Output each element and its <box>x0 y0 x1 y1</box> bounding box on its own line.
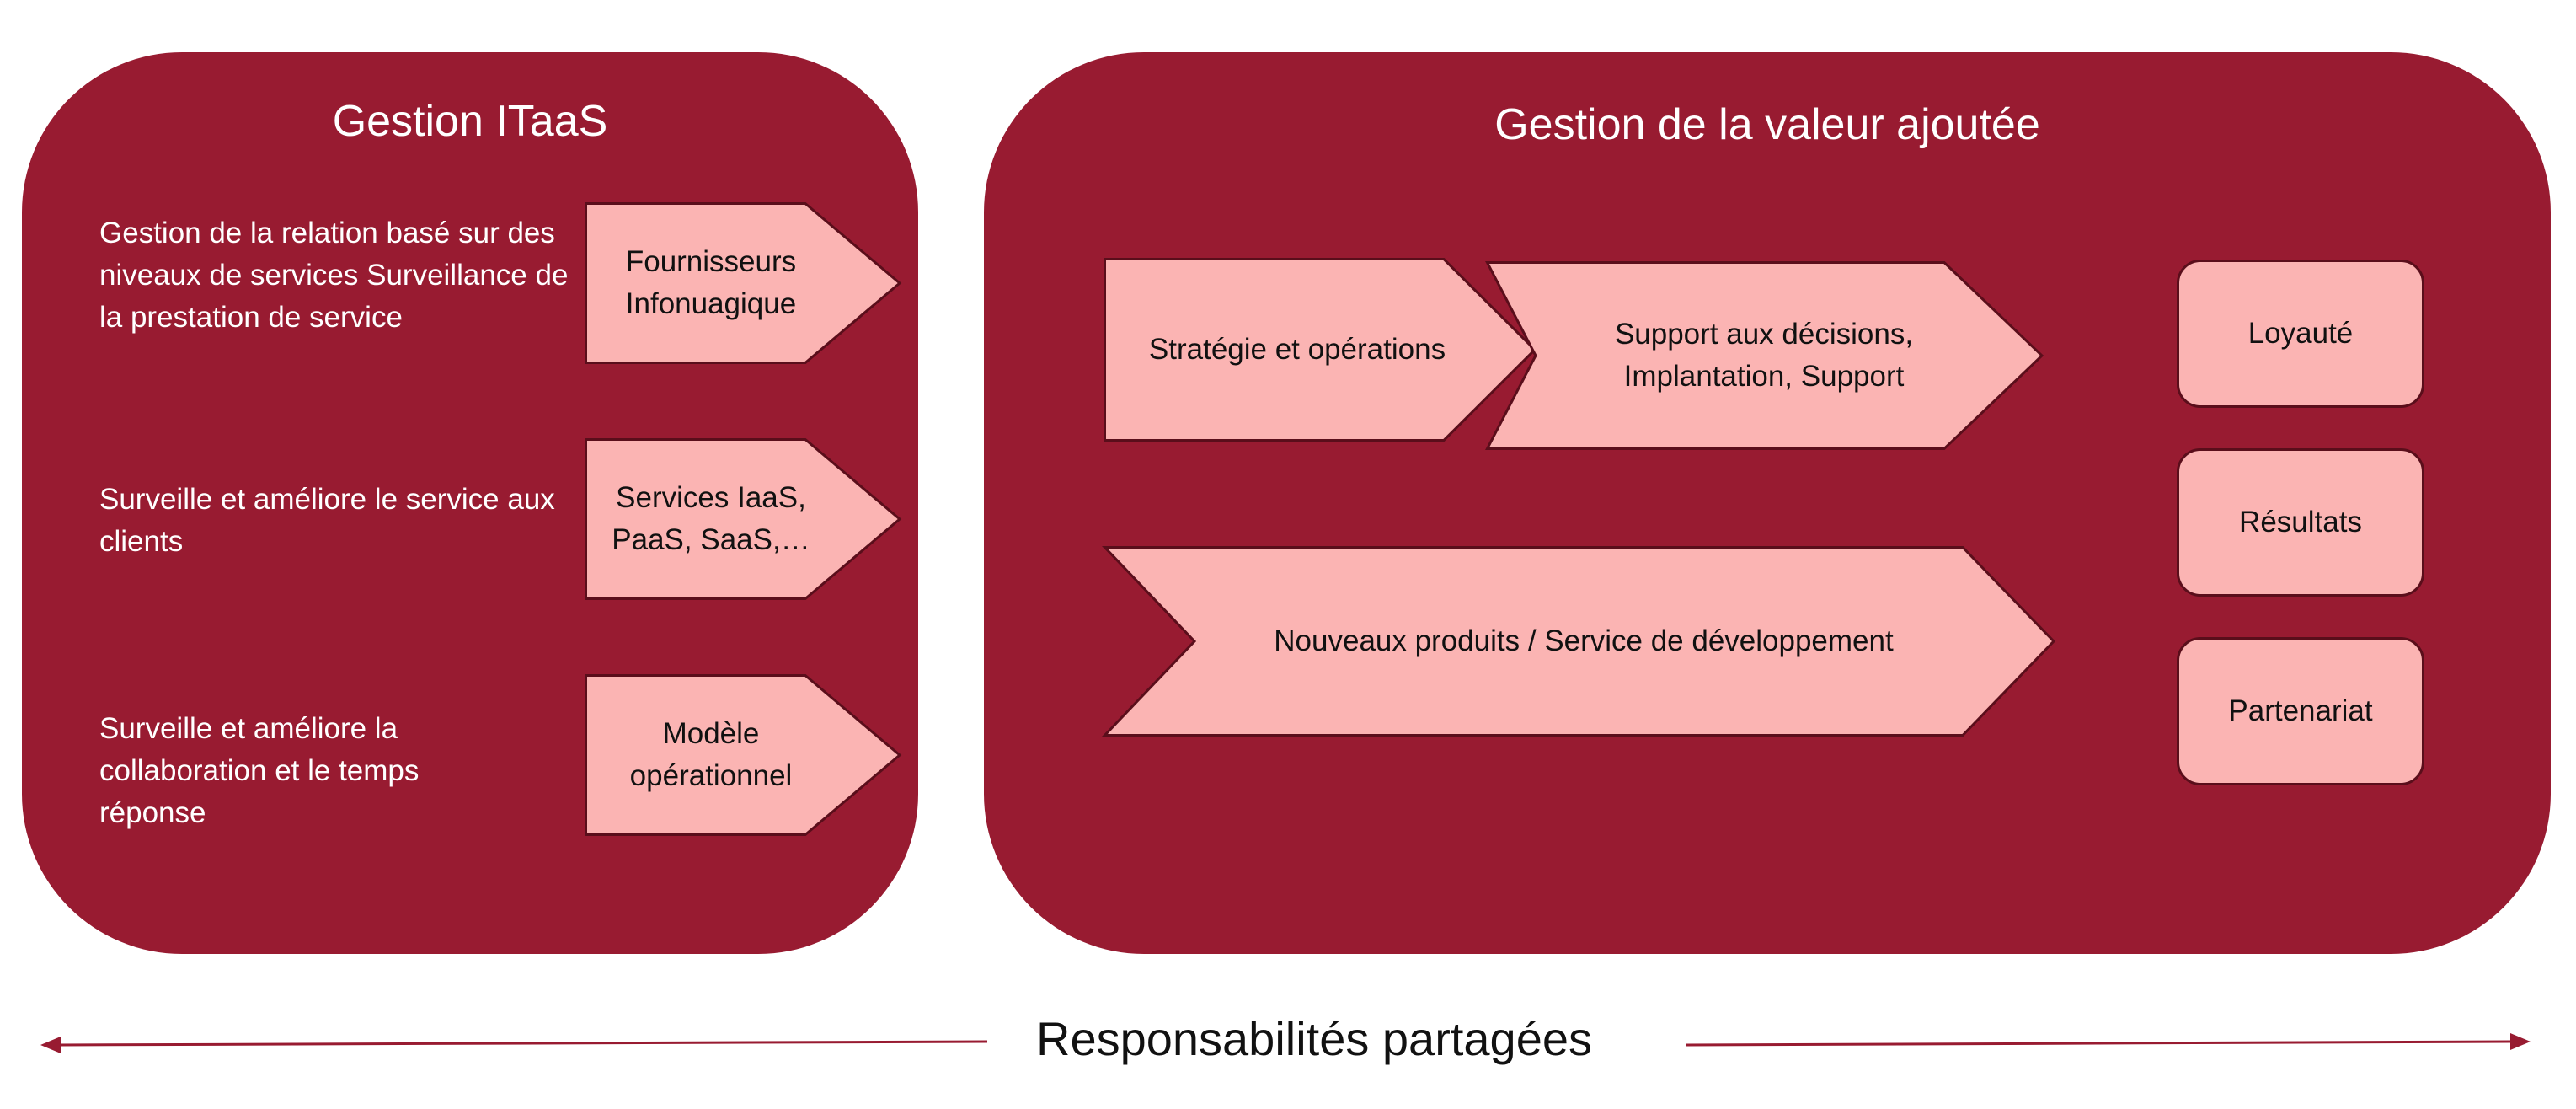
itaas-row-3-tag: Modèle opérationnel <box>585 674 902 836</box>
chevron-shape <box>1101 546 2056 737</box>
itaas-row-3-description: Surveille et améliore la collaboration e… <box>99 712 420 829</box>
value-panel-title: Gestion de la valeur ajoutée <box>1494 100 2040 149</box>
pentagon-arrow-shape <box>585 674 902 836</box>
itaas-panel: Gestion ITaaS Gestion de la relation bas… <box>22 52 918 954</box>
itaas-row-1-tag: Fournisseurs Infonuagique <box>585 202 902 364</box>
itaas-row-2-description: Surveille et améliore le service aux cli… <box>99 483 555 558</box>
pentagon-arrow-shape <box>1104 258 1537 442</box>
chevron-strategy-label: Stratégie et opérations <box>1148 333 1446 366</box>
itaas-row-1-tag-label: Fournisseurs Infonuagique <box>625 245 797 320</box>
itaas-row-2-tag: Services IaaS, PaaS, SaaS,… <box>585 438 902 600</box>
itaas-row-1-description: Gestion de la relation basé sur des nive… <box>99 217 569 334</box>
pentagon-arrow-shape <box>585 202 902 364</box>
chevron-new-products-label: Nouveaux produits / Service de développe… <box>1274 624 1894 657</box>
outcome-loyalty: Loyauté <box>2177 260 2424 408</box>
pentagon-arrow-shape <box>585 438 902 600</box>
shared-responsibilities-label: Responsabilités partagées <box>1036 1012 1592 1065</box>
itaas-row-2-tag-label: Services IaaS, PaaS, SaaS,… <box>612 481 810 556</box>
left-arrow <box>40 1037 988 1053</box>
itaas-panel-title: Gestion ITaaS <box>332 97 608 146</box>
chevron-shape <box>1485 261 2044 450</box>
chevron-new-products: Nouveaux produits / Service de développe… <box>1101 546 2057 737</box>
outcome-results: Résultats <box>2177 448 2424 597</box>
chevron-decision-support: Support aux décisions, Implantation, Sup… <box>1485 261 2045 450</box>
itaas-row-3-tag-label: Modèle opérationnel <box>629 717 793 792</box>
chevron-decision-support-label: Support aux décisions, Implantation, Sup… <box>1614 318 1914 393</box>
value-panel: Gestion de la valeur ajoutée Stratégie e… <box>984 52 2551 954</box>
outcome-partnership: Partenariat <box>2177 637 2424 785</box>
chevron-strategy: Stratégie et opérations <box>1104 258 1538 442</box>
right-arrow <box>1686 1033 2531 1050</box>
